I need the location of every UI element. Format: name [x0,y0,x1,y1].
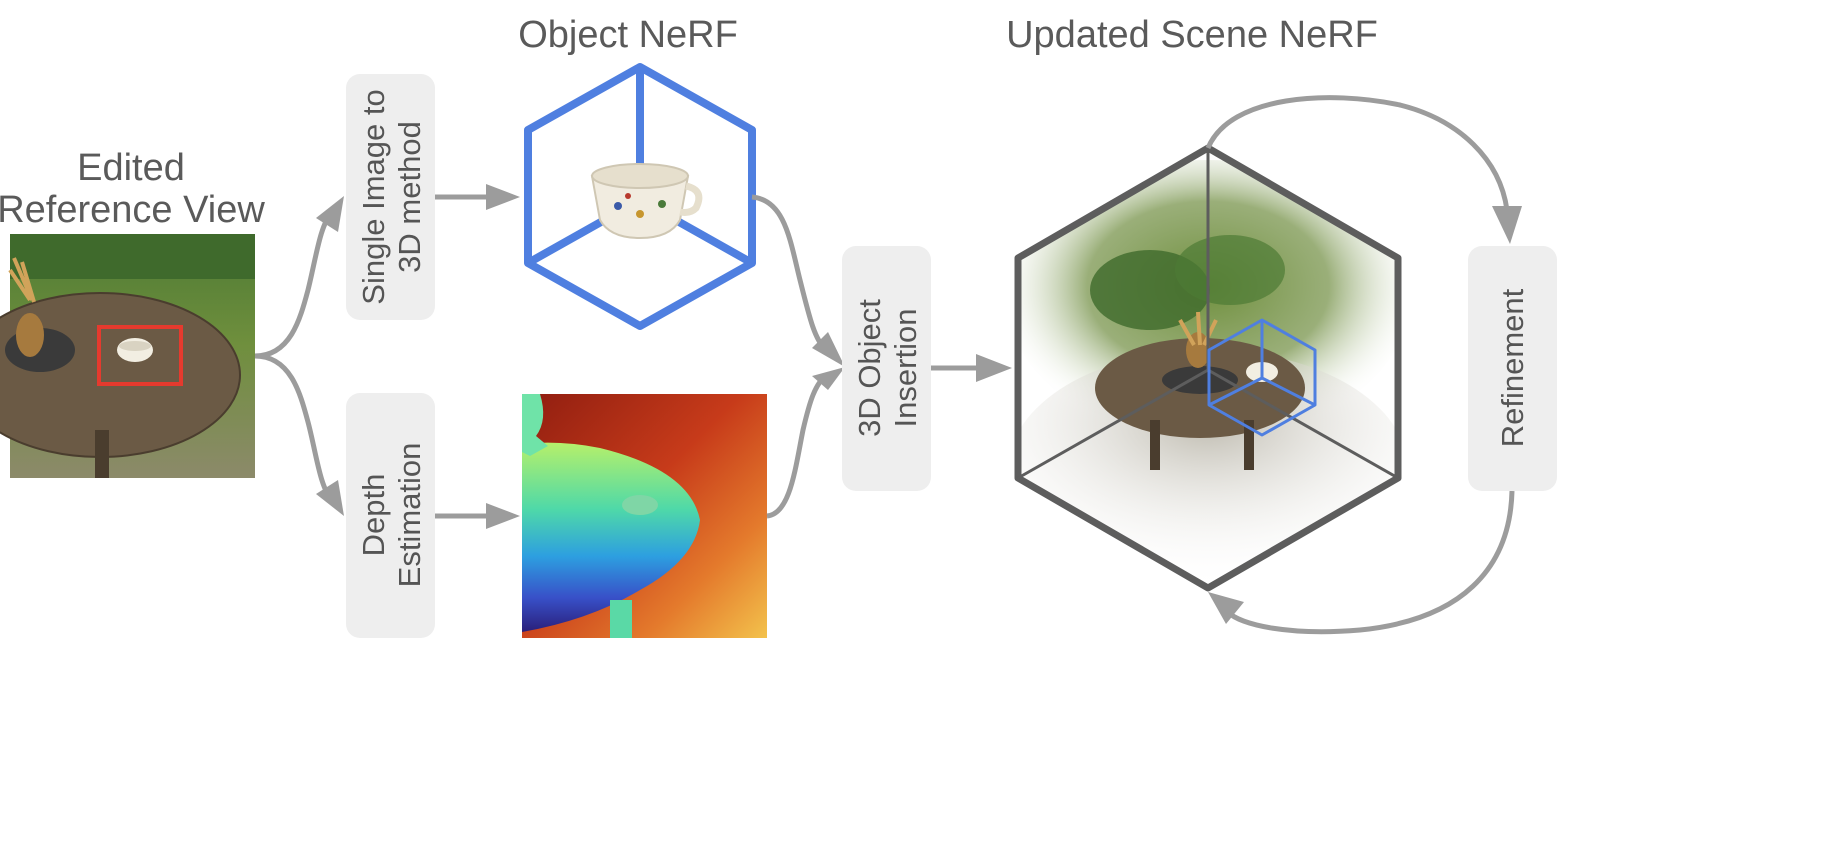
arrowhead-to-object-nerf [486,184,520,210]
selection-box [97,325,183,386]
branch-arrowhead-up [316,196,344,232]
branch-arrow-up [254,210,334,359]
object-nerf-title: Object NeRF [518,14,738,56]
refinement-loop-top-arrowhead [1492,206,1522,244]
cup-icon [590,163,703,240]
refinement-loop-bottom-arrowhead [1208,592,1244,624]
arrow-object-to-insertion [751,194,828,352]
insertion-step-line2: Insertion [888,309,923,428]
object-insertion-step: 3D Object Insertion [842,246,931,491]
arrowhead-depth-to-insertion [812,367,845,390]
refinement-loop-bottom [1226,490,1515,635]
single-image-to-3d-step: Single Image to 3D method [346,74,435,320]
inserted-object-cube [1207,318,1317,437]
arrowhead-object-to-insertion [812,332,845,367]
refinement-step: Refinement [1468,246,1557,491]
branch-arrowhead-down [316,480,344,516]
depth-estimation-step: Depth Estimation [346,393,435,638]
updated-scene-title: Updated Scene NeRF [1006,14,1378,56]
depth-step-line1: Depth [356,474,391,557]
arrow-depth-to-insertion [766,373,828,519]
updated-scene-nerf [1014,144,1402,592]
edited-reference-title-line1: Edited [77,147,185,189]
insertion-step-line1: 3D Object [852,299,887,437]
edited-reference-title-line2: Reference View [0,189,265,231]
depth-map-image [522,394,767,638]
arrowhead-to-depth-map [486,503,520,529]
single-image-step-line2: 3D method [392,121,427,273]
single-image-step-line1: Single Image to [356,89,391,304]
object-nerf-cube [524,63,756,330]
refinement-loop-top [1205,95,1510,211]
refinement-step-label: Refinement [1495,288,1530,447]
depth-step-line2: Estimation [392,443,427,588]
arrowhead-to-updated-scene [976,354,1012,382]
edited-reference-image [0,234,255,478]
branch-arrow-down [254,353,334,502]
